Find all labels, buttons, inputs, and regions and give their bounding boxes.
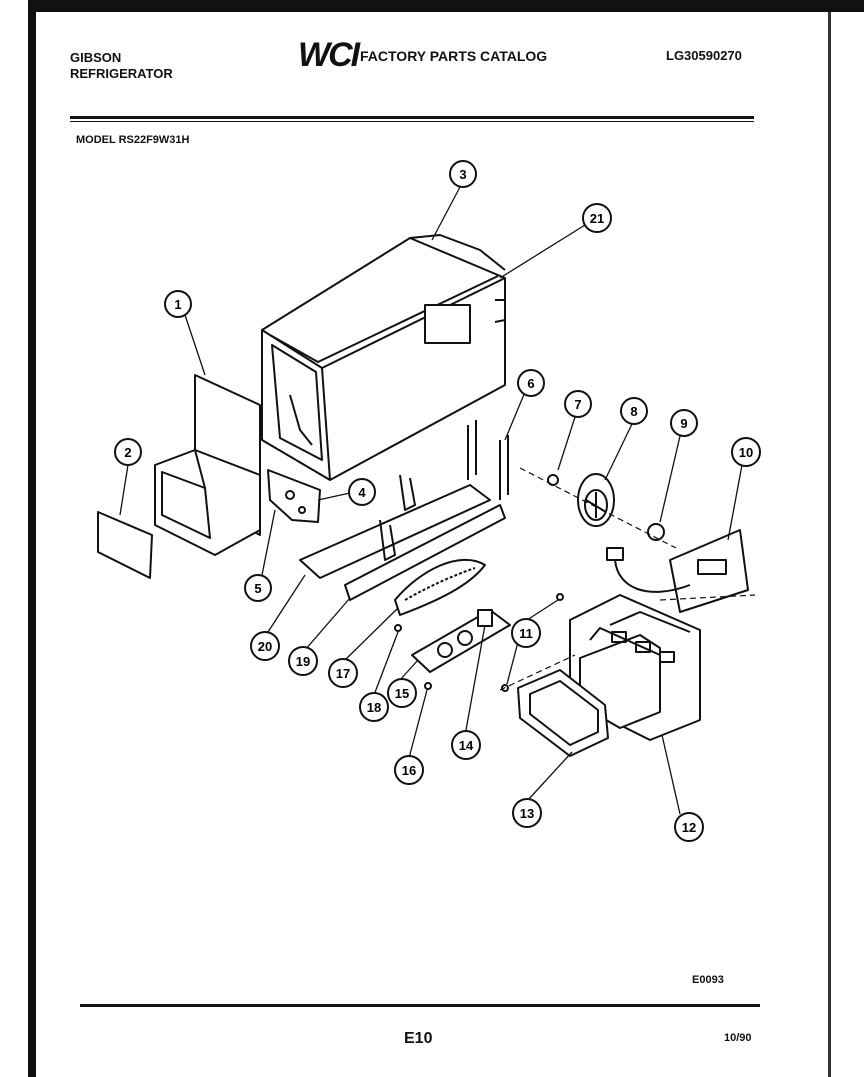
part-bracket	[267, 469, 321, 523]
part-front-cover	[154, 374, 261, 556]
revision-date: 10/90	[724, 1032, 752, 1044]
part-ice-bucket	[261, 234, 506, 481]
catalog-title: FACTORY PARTS CATALOG	[360, 48, 548, 64]
callout-6: 6	[517, 369, 545, 397]
svg-text:20: 20	[258, 639, 272, 654]
svg-text:7: 7	[574, 397, 581, 412]
brand-name: GIBSON	[70, 50, 122, 65]
brand-block: GIBSON REFRIGERATOR	[70, 50, 173, 82]
callout-9: 9	[670, 409, 698, 437]
callout-10: 10	[731, 437, 761, 467]
svg-text:4: 4	[358, 485, 366, 500]
svg-text:17: 17	[336, 666, 350, 681]
svg-text:3: 3	[459, 167, 466, 182]
svg-text:6: 6	[527, 376, 534, 391]
part-gears	[519, 467, 677, 549]
header-rule-thin	[70, 121, 754, 122]
callout-19: 19	[288, 646, 318, 676]
callout-18b: 18	[0, 0, 14, 3]
part-panel	[97, 511, 153, 579]
callout-11b: 11	[0, 0, 14, 3]
model-label: MODEL RS22F9W31H	[76, 134, 190, 146]
left-border	[28, 0, 36, 1077]
leader-lines	[119, 186, 743, 815]
svg-text:2: 2	[124, 445, 131, 460]
callout-13: 13	[512, 798, 542, 828]
svg-text:18: 18	[367, 700, 381, 715]
svg-text:11: 11	[519, 626, 533, 641]
catalog-code: LG30590270	[666, 48, 742, 63]
svg-text:1: 1	[174, 297, 181, 312]
page-number: E10	[404, 1030, 433, 1047]
svg-text:5: 5	[254, 581, 261, 596]
callout-4: 4	[348, 478, 376, 506]
callout-16: 16	[394, 755, 424, 785]
part-switch-harness	[606, 529, 749, 613]
callout-21: 21	[582, 203, 612, 233]
footer-rule	[80, 1004, 760, 1007]
callout-14: 14	[451, 730, 481, 760]
callout-15: 15	[387, 678, 417, 708]
drawing-code: E0093	[692, 974, 724, 986]
callout-20: 20	[250, 631, 280, 661]
callout-18a: 18	[359, 692, 389, 722]
callouts: 1 2 3 4 5 6 7 8 9 10 11 11 12 13 14 15 1…	[0, 0, 761, 842]
callout-7: 7	[564, 390, 592, 418]
part-gasket	[517, 669, 609, 757]
svg-text:14: 14	[459, 738, 474, 753]
callout-2: 2	[114, 438, 142, 466]
svg-text:12: 12	[682, 820, 696, 835]
svg-text:16: 16	[402, 763, 416, 778]
callout-3: 3	[449, 160, 477, 188]
svg-text:19: 19	[296, 654, 310, 669]
top-border	[28, 0, 864, 12]
callout-11a: 11	[511, 618, 541, 648]
product-name: REFRIGERATOR	[70, 66, 173, 81]
svg-text:8: 8	[630, 404, 637, 419]
callout-8: 8	[620, 397, 648, 425]
part-screws	[394, 593, 756, 692]
part-rods	[467, 420, 509, 500]
header-rule	[70, 116, 754, 119]
callout-1: 1	[164, 290, 192, 318]
callout-17: 17	[328, 658, 358, 688]
svg-text:15: 15	[395, 686, 409, 701]
part-spring	[394, 559, 486, 616]
callout-5: 5	[244, 574, 272, 602]
svg-text:21: 21	[590, 211, 604, 226]
callout-12: 12	[674, 812, 704, 842]
right-border	[828, 12, 831, 1077]
wci-logo: WCI	[298, 36, 360, 74]
svg-text:9: 9	[680, 416, 687, 431]
part-auger-rails	[299, 474, 506, 601]
part-mounting-plate	[411, 609, 511, 673]
svg-text:10: 10	[739, 445, 753, 460]
svg-text:13: 13	[520, 806, 534, 821]
